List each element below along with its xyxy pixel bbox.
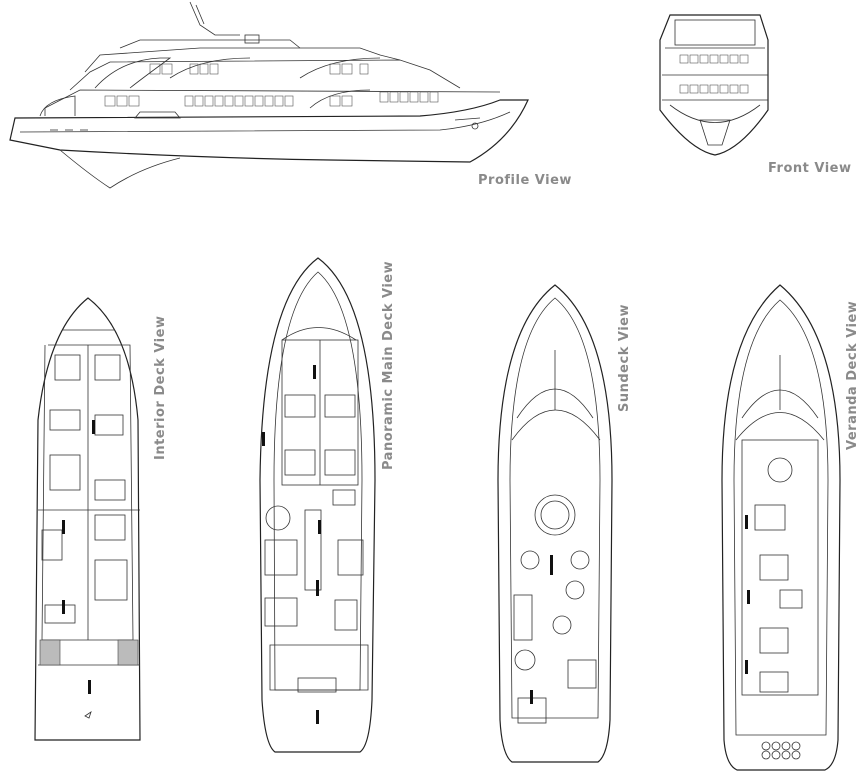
interior-deck-drawing (34, 297, 141, 741)
profile-view-drawing (9, 1, 529, 189)
veranda-deck-label: Veranda Deck View (845, 301, 857, 450)
sundeck-drawing (497, 284, 613, 763)
front-view-drawing (659, 14, 769, 156)
front-view-label: Front View (768, 161, 852, 176)
panoramic-deck-drawing (259, 257, 376, 753)
panoramic-deck-label: Panoramic Main Deck View (381, 261, 396, 470)
interior-deck-label: Interior Deck View (153, 316, 168, 460)
profile-view-label: Profile View (478, 173, 572, 188)
sundeck-label: Sundeck View (617, 304, 632, 412)
veranda-deck-drawing (721, 284, 841, 771)
